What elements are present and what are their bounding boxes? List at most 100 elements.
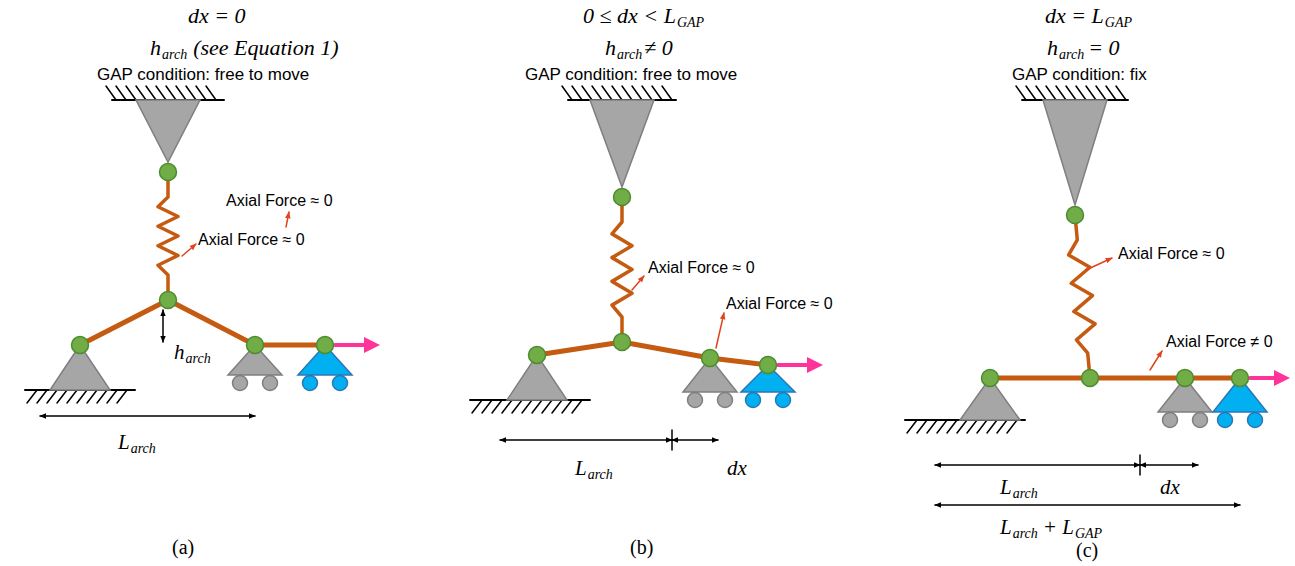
hinge-node (160, 292, 177, 309)
wall-hatch (1046, 86, 1056, 100)
ground-hatch (957, 420, 967, 433)
ground-hatch (562, 400, 572, 413)
ground-hatch (472, 400, 482, 413)
wall-hatch (136, 86, 146, 100)
leader-arrow (632, 276, 644, 290)
dimension-label: dx (1160, 477, 1180, 498)
force-label: Axial Force ≈ 0 (198, 232, 305, 248)
subscript: arch (1013, 527, 1038, 541)
roller-wheel (1218, 413, 1233, 428)
roller-wheel (233, 376, 248, 391)
condition-label: GAP condition: free to move (97, 66, 309, 83)
hinge-node (529, 347, 546, 364)
ground-hatch (967, 420, 977, 433)
ground-hatch (997, 420, 1007, 433)
hinge-node (982, 370, 999, 387)
hinge-node (760, 357, 777, 374)
hinge-node (702, 350, 719, 367)
dimension-tick (1139, 455, 1141, 475)
ground-hatch (542, 400, 552, 413)
subscript: arch (617, 48, 642, 62)
dimension-arrow (935, 464, 1140, 466)
ground-hatch (917, 420, 927, 433)
subscript: arch (588, 468, 613, 482)
wall-hatch (642, 86, 652, 100)
ground-hatch (572, 400, 582, 413)
ground-hatch (47, 390, 57, 403)
ground-hatch (27, 390, 37, 403)
math-label: h (150, 37, 161, 59)
force-label: Axial Force ≠ 0 (1166, 334, 1273, 350)
wall-hatch (1116, 86, 1126, 100)
hinge-node (317, 337, 334, 354)
ground-hatch (937, 420, 947, 433)
ground-hatch (1007, 420, 1017, 433)
wall-hatch (662, 86, 672, 100)
hinge-node (247, 337, 264, 354)
hinge-node (1232, 370, 1249, 387)
dimension-label: h (174, 342, 185, 363)
hanger-support (1043, 100, 1107, 205)
panel-label: (a) (172, 537, 194, 557)
ground-hatch (987, 420, 997, 433)
wall-hatch (1056, 86, 1066, 100)
wall-hatch (1026, 86, 1036, 100)
math-label: h (605, 37, 616, 59)
roller-wheel (333, 376, 348, 391)
dimension-label: L (1000, 517, 1012, 538)
subscript: arch (1013, 487, 1038, 501)
ground-hatch (492, 400, 502, 413)
wall-hatch (116, 86, 126, 100)
hinge-node (1177, 370, 1194, 387)
wall-hatch (592, 86, 602, 100)
force-label: Axial Force ≈ 0 (648, 260, 755, 276)
math-label: h (1047, 37, 1058, 59)
subscript: arch (1059, 48, 1084, 62)
ground-hatch (512, 400, 522, 413)
wall-hatch (1076, 86, 1086, 100)
wall-hatch (146, 86, 156, 100)
math-label: dx = 0 (188, 5, 246, 27)
math-label: ≠ 0 (644, 37, 673, 59)
math-label: = 0 (1088, 37, 1119, 59)
force-label: Axial Force ≈ 0 (1118, 246, 1225, 262)
wall-hatch (1106, 86, 1116, 100)
ground-hatch (502, 400, 512, 413)
spring (1069, 215, 1095, 378)
spring (612, 197, 632, 342)
force-label: Axial Force ≈ 0 (226, 193, 333, 209)
wall-hatch (572, 86, 582, 100)
ground-hatch (927, 420, 937, 433)
wall-hatch (186, 86, 196, 100)
dimension-arrow (162, 310, 164, 342)
arch-bar (80, 300, 325, 345)
pull-arrow (1250, 376, 1282, 380)
subscript: GAP (677, 16, 704, 30)
ground-hatch (522, 400, 532, 413)
leader-arrow (716, 313, 724, 348)
roller-wheel (303, 376, 318, 391)
wall-hatch (582, 86, 592, 100)
ground-hatch (977, 420, 987, 433)
wall-hatch (612, 86, 622, 100)
dimension-arrow (500, 439, 672, 441)
leader-arrow (1150, 351, 1162, 370)
ground-hatch (67, 390, 77, 403)
wall-hatch (156, 86, 166, 100)
wall-hatch (106, 86, 116, 100)
wall-hatch (1096, 86, 1106, 100)
panel-label: (b) (630, 537, 653, 557)
wall-hatch (166, 86, 176, 100)
leader-arrow (1086, 258, 1112, 270)
subscript: arch (162, 48, 187, 62)
dimension-arrow (40, 415, 255, 417)
subscript: GAP (1105, 16, 1132, 30)
hinge-node (614, 334, 631, 351)
roller-wheel (776, 393, 791, 408)
wall-hatch (1066, 86, 1076, 100)
dimension-arrow (672, 439, 718, 441)
dimension-label: + L (1043, 517, 1074, 538)
subscript: arch (131, 442, 156, 456)
